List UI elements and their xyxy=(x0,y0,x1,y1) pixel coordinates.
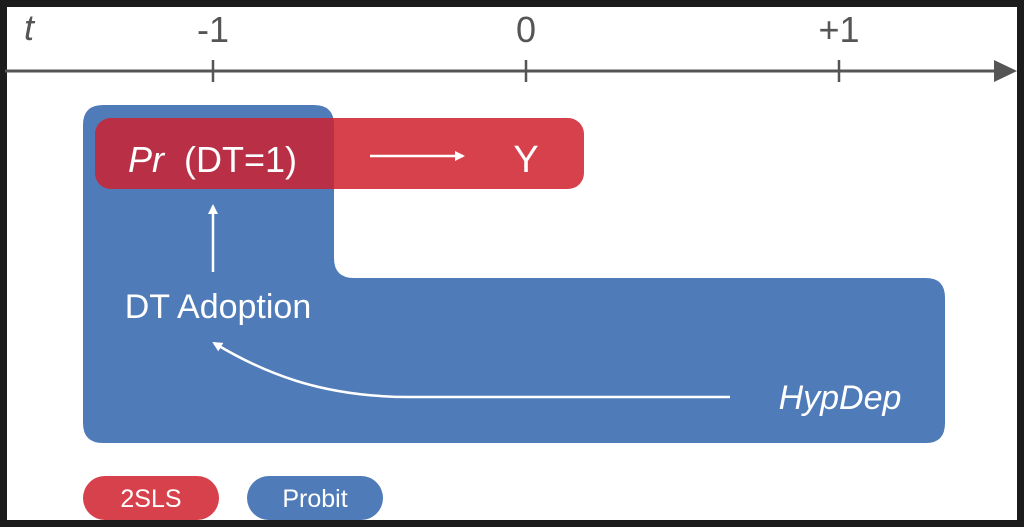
legend: 2SLS Probit xyxy=(83,476,383,520)
pr-dt-label: Pr (DT=1) xyxy=(128,139,297,180)
timeline-axis-symbol: t xyxy=(24,7,36,48)
timeline-ticks: -1 0 +1 xyxy=(197,9,860,82)
pr-condition: (DT=1) xyxy=(184,139,297,180)
legend-item-probit: Probit xyxy=(247,476,383,520)
timeline-tick-label: +1 xyxy=(818,9,859,50)
dt-adoption-label: DT Adoption xyxy=(125,288,312,326)
legend-item-2sls: 2SLS xyxy=(83,476,219,520)
outcome-label: Y xyxy=(513,139,538,181)
timeline: t -1 0 +1 xyxy=(5,7,1017,82)
legend-swatch-probit xyxy=(247,476,383,520)
probit-region xyxy=(83,105,945,443)
hypdep-label: HypDep xyxy=(779,379,902,417)
timeline-tick-label: 0 xyxy=(516,9,536,50)
legend-label-2sls: 2SLS xyxy=(120,485,181,513)
legend-swatch-2sls xyxy=(83,476,219,520)
legend-label-probit: Probit xyxy=(282,485,347,513)
pr-symbol: Pr xyxy=(128,139,166,180)
arrow-hypdep-to-adoption xyxy=(212,341,730,399)
timeline-arrowhead xyxy=(994,60,1017,82)
timeline-tick-label: -1 xyxy=(197,9,229,50)
